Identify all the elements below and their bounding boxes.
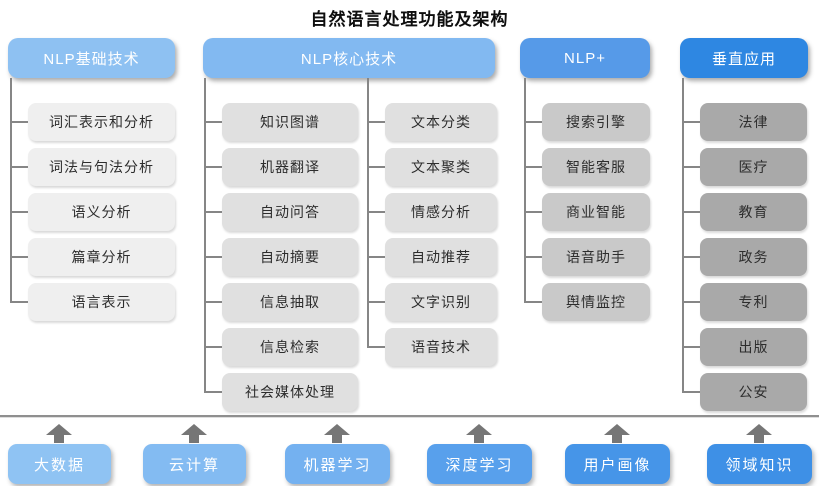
separator-line — [0, 415, 819, 418]
foundation-box: 深度学习 — [427, 444, 532, 484]
foundation-box: 用户画像 — [565, 444, 670, 484]
foundation-box: 领域知识 — [707, 444, 812, 484]
page-title: 自然语言处理功能及架构 — [310, 10, 509, 29]
node-box: 文字识别 — [367, 283, 497, 321]
node-box: 语言表示 — [10, 283, 175, 321]
node-box: 商业智能 — [524, 193, 650, 231]
node-box: 知识图谱 — [204, 103, 358, 141]
column-header-nlp-core: NLP核心技术 — [203, 38, 495, 78]
node-box: 词汇表示和分析 — [10, 103, 175, 141]
node-box: 篇章分析 — [10, 238, 175, 276]
connector-line — [204, 78, 206, 393]
node-box: 机器翻译 — [204, 148, 358, 186]
up-arrow-icon — [181, 424, 207, 444]
connector-line — [10, 78, 12, 303]
node-box: 词法与句法分析 — [10, 148, 175, 186]
up-arrow-icon — [324, 424, 350, 444]
up-arrow-icon — [746, 424, 772, 444]
node-box: 情感分析 — [367, 193, 497, 231]
node-box: 社会媒体处理 — [204, 373, 358, 411]
node-box: 出版 — [682, 328, 807, 366]
node-box: 舆情监控 — [524, 283, 650, 321]
node-box: 文本聚类 — [367, 148, 497, 186]
up-arrow-icon — [46, 424, 72, 444]
node-box: 自动推荐 — [367, 238, 497, 276]
up-arrow-icon — [604, 424, 630, 444]
foundation-box: 大数据 — [8, 444, 111, 484]
node-box: 信息抽取 — [204, 283, 358, 321]
node-box: 语音技术 — [367, 328, 497, 366]
node-box: 搜索引擎 — [524, 103, 650, 141]
node-box: 文本分类 — [367, 103, 497, 141]
node-box: 政务 — [682, 238, 807, 276]
column-header-vertical-apps: 垂直应用 — [680, 38, 808, 78]
node-box: 自动摘要 — [204, 238, 358, 276]
node-box: 智能客服 — [524, 148, 650, 186]
connector-line — [682, 78, 684, 393]
node-box: 公安 — [682, 373, 807, 411]
node-box: 法律 — [682, 103, 807, 141]
node-box: 教育 — [682, 193, 807, 231]
foundation-box: 机器学习 — [285, 444, 390, 484]
column-header-nlp-basic: NLP基础技术 — [8, 38, 175, 78]
node-box: 医疗 — [682, 148, 807, 186]
column-header-nlp-plus: NLP+ — [520, 38, 650, 78]
connector-line — [524, 78, 526, 303]
node-box: 语义分析 — [10, 193, 175, 231]
foundation-box: 云计算 — [143, 444, 246, 484]
node-box: 专利 — [682, 283, 807, 321]
connector-line — [367, 78, 369, 348]
node-box: 自动问答 — [204, 193, 358, 231]
node-box: 语音助手 — [524, 238, 650, 276]
node-box: 信息检索 — [204, 328, 358, 366]
up-arrow-icon — [466, 424, 492, 444]
